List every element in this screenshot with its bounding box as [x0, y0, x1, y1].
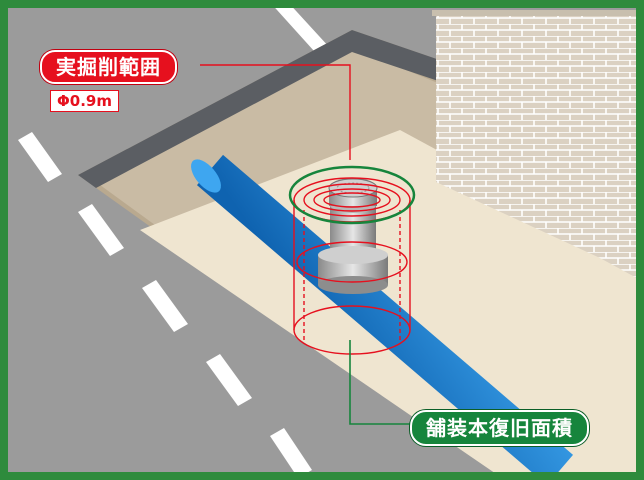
valve-assembly: [318, 178, 388, 294]
restoration-ring: [288, 165, 416, 225]
pavement-restoration-label: 舗装本復旧面積: [410, 410, 589, 446]
diameter-label: Φ0.9m: [50, 90, 119, 112]
lane-mark: [78, 204, 124, 256]
lane-mark: [206, 354, 252, 406]
excavation-leader: [200, 64, 351, 160]
lane-mark: [270, 428, 312, 478]
lane-mark: [142, 280, 188, 332]
lane-mark: [18, 132, 62, 182]
brick-wall: [436, 14, 644, 282]
excavation-range-label: 実掘削範囲: [40, 50, 177, 84]
pipe-end: [191, 159, 221, 193]
brick-wall-top: [432, 10, 644, 16]
restoration-leader: [349, 340, 410, 425]
lane-markings: [18, 132, 312, 478]
